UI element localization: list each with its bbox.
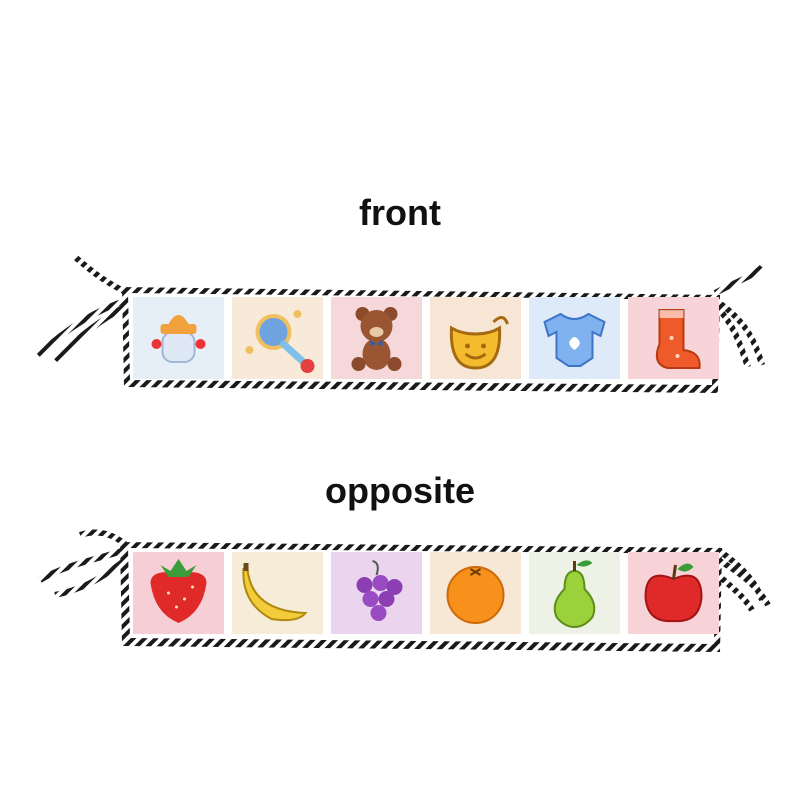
tile-apple	[628, 552, 719, 634]
front-crib-bumper	[35, 255, 765, 393]
tile-strawberry	[133, 552, 224, 634]
right-ties	[716, 547, 771, 612]
tile-banana	[232, 552, 323, 634]
opposite-label: opposite	[325, 470, 475, 511]
tile-grapes	[331, 552, 422, 634]
tile-bib	[430, 297, 521, 379]
tile-orange	[430, 552, 521, 634]
grapes-icon	[356, 560, 403, 621]
front-tiles	[133, 297, 719, 379]
baby-bottle-icon	[151, 315, 206, 363]
bib-icon	[449, 316, 509, 370]
left-ties	[38, 529, 127, 598]
opposite-crib-bumper	[38, 529, 771, 652]
banana-icon	[242, 563, 308, 622]
strawberry-icon	[150, 559, 207, 623]
tile-baby-bottle	[133, 297, 224, 379]
onesie-icon	[543, 312, 606, 367]
pear-icon	[553, 560, 596, 629]
right-ties	[712, 264, 765, 369]
tile-sock	[628, 297, 719, 379]
tile-onesie	[529, 297, 620, 379]
tile-rattle	[232, 297, 323, 379]
tile-teddy-bear	[331, 297, 422, 379]
orange-icon	[446, 566, 505, 624]
rattle-icon	[245, 310, 315, 373]
front-label: front	[359, 192, 441, 233]
apple-icon	[644, 563, 703, 623]
teddy-bear-icon	[351, 307, 402, 371]
sock-icon	[655, 309, 701, 369]
tile-pear	[529, 552, 620, 634]
opposite-tiles	[133, 552, 719, 634]
left-ties	[35, 255, 130, 363]
